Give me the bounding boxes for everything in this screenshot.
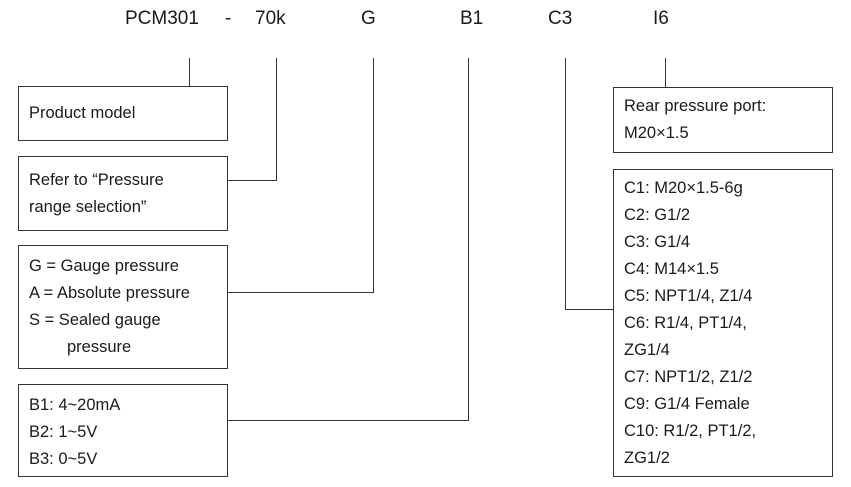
code-type: G [361,8,376,29]
code-output: B1 [460,8,484,29]
box-connection: C1: M20×1.5-6g C2: G1/2 C3: G1/4 C4: M14… [613,169,833,477]
connection-c1: C1: M20×1.5-6g [624,179,743,197]
rear-word-2: pressure [664,97,729,115]
range-line-2: range selection” [29,198,147,216]
rear-word-1: Rear [624,97,660,115]
product-model-label: Product model [29,104,136,122]
box-range: Refer to “Pressure range selection” [18,156,228,231]
code-rear-port: I6 [653,8,669,29]
connector-output [228,58,469,421]
rear-port-heading: Rear pressure port: [624,93,822,120]
connection-c6: C6: R1/4, PT1/4, [624,314,747,332]
connection-c2: C2: G1/2 [624,206,691,224]
code-range: 70k [255,8,286,29]
output-b1: B1: 4~20mA [29,396,121,414]
connection-c7: C7: NPT1/2, Z1/2 [624,368,753,386]
box-rear-port: Rear pressure port: M20×1.5 [613,87,833,153]
connection-c10-cont: ZG1/2 [624,449,670,467]
code-model: PCM301 [125,8,199,29]
box-output: B1: 4~20mA B2: 1~5V B3: 0~5V [18,384,228,477]
code-separator: - [225,8,232,29]
connection-c6-cont: ZG1/4 [624,341,670,359]
output-b2: B2: 1~5V [29,423,98,441]
rear-word-3: port: [733,97,767,115]
type-absolute: A = Absolute pressure [29,284,190,302]
rear-port-value: M20×1.5 [624,124,689,142]
type-sealed: S = Sealed gauge [29,311,161,329]
box-pressure-type: G = Gauge pressure A = Absolute pressure… [18,245,228,369]
output-b3: B3: 0~5V [29,450,98,468]
range-line-1: Refer to “Pressure [29,171,164,189]
connection-c3: C3: G1/4 [624,233,691,251]
connector-connection [565,58,613,310]
connector-range [228,58,277,181]
type-sealed-cont: pressure [67,338,132,356]
connection-c4: C4: M14×1.5 [624,260,719,278]
connection-c9: C9: G1/4 Female [624,395,750,413]
box-product-model: Product model [18,86,228,141]
code-connection: C3 [548,8,573,29]
connector-type [228,58,374,293]
connection-c10: C10: R1/2, PT1/2, [624,422,757,440]
connection-c5: C5: NPT1/4, Z1/4 [624,287,753,305]
type-gauge: G = Gauge pressure [29,257,179,275]
